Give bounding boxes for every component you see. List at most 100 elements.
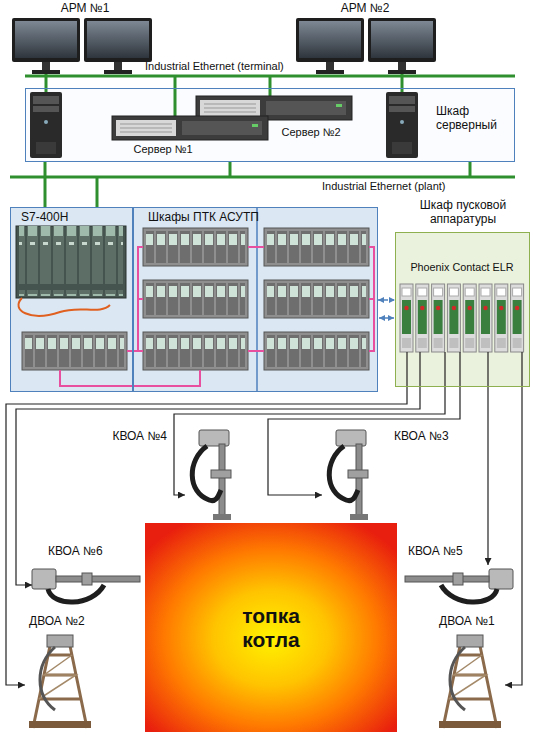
cabinet-fill (10, 207, 133, 392)
plc-rack (264, 280, 369, 318)
module-wire (406, 352, 407, 387)
server: Сервер №1 (112, 113, 274, 159)
bus-cable (138, 298, 143, 300)
node-label: КВОА №5 (408, 545, 463, 559)
node-label: АРМ №1 (10, 2, 160, 16)
node-label: топка котла (225, 604, 317, 652)
blower-drawing (29, 635, 91, 728)
retractable-blower: КВОА №5 (405, 565, 513, 605)
cabinet-fill (395, 232, 530, 387)
control-wire (505, 387, 522, 685)
data-link (378, 299, 395, 301)
ethernet-link (44, 162, 47, 207)
retractable-blower: КВОА №4 (185, 430, 247, 520)
workstation-monitors (12, 18, 436, 74)
node-label: ДВОА №1 (439, 615, 495, 629)
cabinet-fill (256, 207, 258, 392)
blower-drawing (329, 430, 368, 520)
node-label: Шкаф пусковой аппаратуры (408, 199, 518, 227)
relay-module (432, 284, 445, 352)
blower-drawing (32, 569, 140, 602)
server-hardware (112, 116, 268, 140)
bus-cable (60, 370, 200, 386)
connectors (6, 74, 522, 685)
server-hardware (30, 92, 62, 158)
ethernet-bus (10, 176, 515, 179)
plc-rack (19, 226, 123, 296)
node-label: Phoenix Contact ELR (396, 261, 528, 273)
deep-blower: ДВОА №2 (25, 635, 97, 728)
relay-module (400, 284, 413, 352)
bus-label: Industrial Ethernet (plant) (322, 180, 446, 193)
server-cabinet: Шкаф серверныйСервер №1 Сервер №2 (25, 88, 515, 162)
workstation-monitors (296, 18, 364, 74)
control-wire (6, 387, 407, 685)
link-arrow (379, 318, 394, 319)
furnace-fire (145, 523, 397, 732)
server: Сервер №2 (196, 94, 356, 144)
relay-module (447, 284, 460, 352)
plc-cabinet: S7-400H (10, 207, 133, 392)
relay-module (416, 284, 429, 352)
bus-cable (369, 247, 374, 351)
relay-module (479, 284, 492, 352)
node-label: КВОА №4 (112, 430, 167, 444)
bus-label: Industrial Ethernet (terminal) (145, 60, 284, 73)
ethernet-drop (469, 162, 472, 177)
control-wire (16, 387, 420, 585)
ethernet-link (45, 74, 48, 88)
relay-module (463, 284, 476, 352)
plc-rack (143, 332, 248, 370)
cabinet-fill (25, 88, 515, 162)
module-wire (459, 352, 460, 387)
cabinet-fill (133, 207, 378, 392)
bus-cable (138, 247, 143, 351)
module-wire (407, 352, 522, 387)
relay-module (400, 284, 524, 352)
control-wire (268, 387, 460, 495)
plc-rack (143, 280, 248, 318)
blower-drawing (29, 430, 513, 728)
plc-rack (264, 228, 369, 266)
plc-rack (18, 298, 110, 316)
plc-rack (16, 226, 126, 298)
node-label: Шкаф серверный (436, 105, 510, 133)
node-label: Сервер №1 (134, 143, 193, 156)
workstation-monitors (368, 18, 436, 74)
deep-blower: ДВОА №1 (435, 635, 505, 728)
module-wire (444, 352, 445, 387)
retractable-blower: КВОА №6 (32, 565, 140, 605)
furnace-fire (145, 523, 397, 732)
starter-cabinet: Шкаф пусковой аппаратурыPhoenix Contact … (395, 232, 530, 387)
ethernet-bus (10, 177, 515, 178)
node-label: Сервер №2 (282, 126, 341, 139)
node-label: Шкафы ПТК АСУТП (148, 211, 259, 225)
node-label: КВОА №6 (48, 545, 103, 559)
node-label: АРМ №2 (290, 2, 440, 16)
workstation-monitors (84, 18, 152, 74)
workstation: АРМ №1 (10, 0, 160, 74)
plc-rack (22, 332, 127, 370)
link-arrow (379, 317, 394, 319)
node-label: S7-400H (21, 211, 68, 225)
bus-cable (60, 247, 374, 386)
blower-drawing (405, 569, 513, 602)
retractable-blower: КВОА №3 (322, 430, 384, 520)
workstation-monitors (12, 18, 80, 74)
bus-cable (248, 246, 264, 248)
workstation: АРМ №2 (290, 0, 440, 74)
blower-drawing (192, 430, 231, 520)
module-wire (419, 352, 420, 387)
plc-rack (143, 228, 248, 266)
bus-cable (369, 298, 374, 300)
control-cabinet: Шкафы ПТК АСУТП (133, 207, 378, 392)
bus-cable (248, 350, 264, 352)
node-label: ДВОА №2 (29, 615, 85, 629)
server-hardware (30, 92, 418, 158)
relay-module (511, 284, 524, 352)
control-wire (487, 387, 488, 565)
cabinet-fill (10, 88, 530, 392)
ethernet-drop (174, 76, 177, 116)
